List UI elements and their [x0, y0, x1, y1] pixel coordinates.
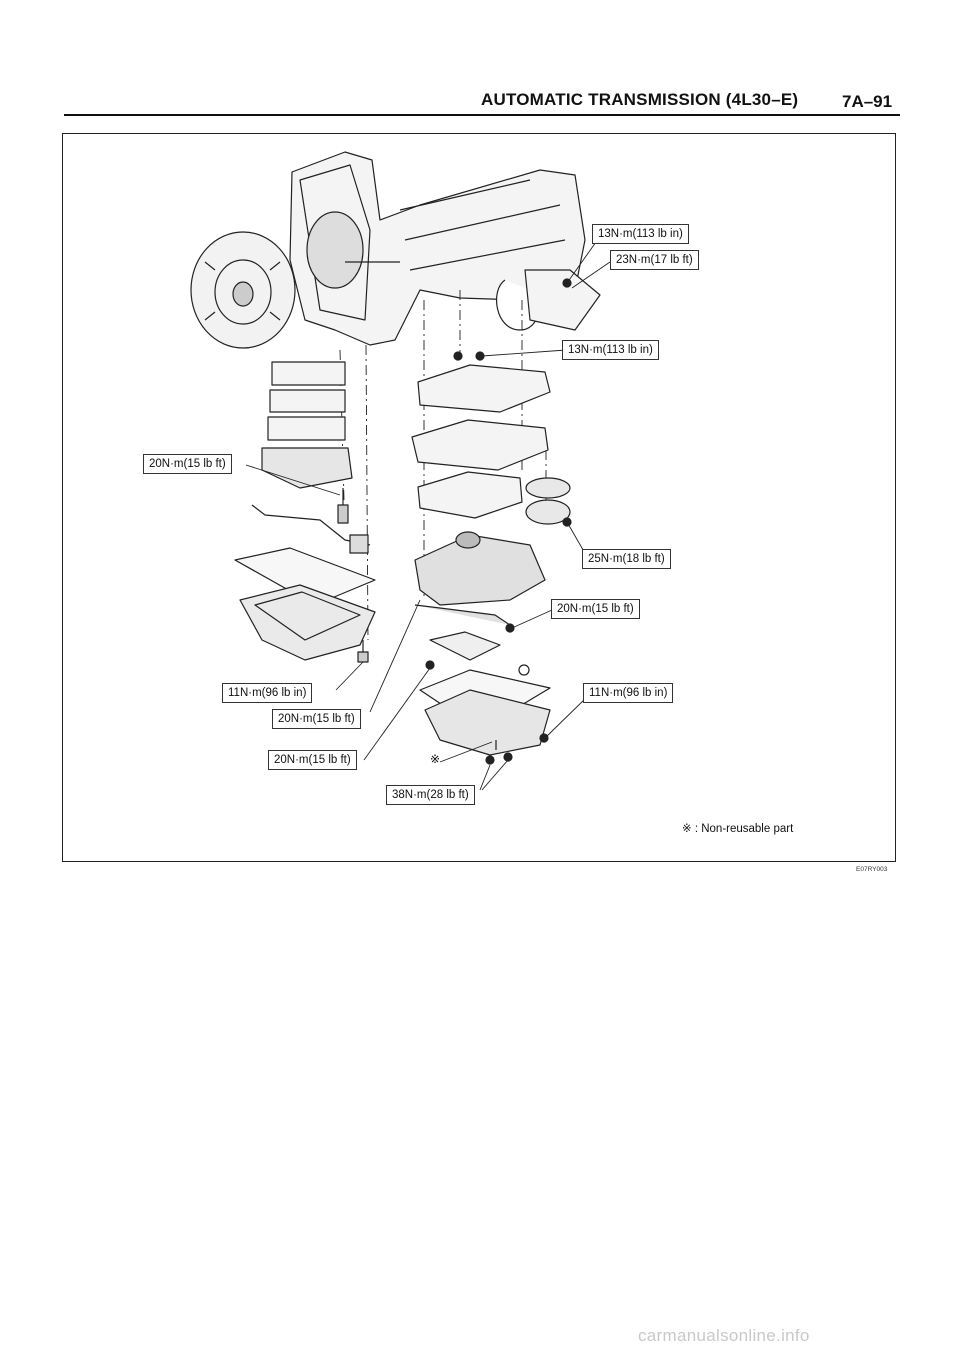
torque-label-23nm: 23N·m(17 lb ft): [610, 250, 699, 270]
lower-oil-pan: [419, 631, 551, 765]
filter-cover: [525, 477, 572, 527]
torque-label-11nm-left: 11N·m(96 lb in): [222, 683, 313, 703]
torque-label-20nm-left: 20N·m(15 lb ft): [143, 454, 232, 474]
torque-label-20nm-lower2: 20N·m(15 lb ft): [268, 750, 357, 770]
torque-converter: [190, 231, 296, 349]
torque-label-13nm-top: 13N·m(113 lb in): [592, 224, 689, 244]
torque-label-38nm: 38N·m(28 lb ft): [386, 785, 475, 805]
non-reusable-mark: ※: [430, 752, 441, 766]
watermark: carmanualsonline.info: [638, 1326, 810, 1345]
torque-label-11nm-right: 11N·m(96 lb in): [583, 683, 674, 703]
left-oil-pan: [234, 547, 376, 663]
valve-body: [414, 531, 546, 633]
torque-label-20nm-right: 20N·m(15 lb ft): [551, 599, 640, 619]
header-rule: [64, 114, 900, 116]
wiring-harness: [251, 504, 371, 554]
torque-label-13nm-mid: 13N·m(113 lb in): [562, 340, 659, 360]
transmission-case: [289, 151, 601, 346]
page-number: 7A–91: [842, 92, 893, 111]
non-reusable-footnote: ※ : Non-reusable part: [682, 823, 794, 835]
left-valve-plates: [261, 361, 353, 524]
leader-lines: [245, 241, 611, 791]
torque-label-25nm: 25N·m(18 lb ft): [582, 549, 671, 569]
torque-label-20nm-lower1: 20N·m(15 lb ft): [272, 709, 361, 729]
section-title: AUTOMATIC TRANSMISSION (4L30–E): [481, 90, 799, 109]
figure-code: E07RY003: [856, 866, 888, 873]
figure-frame: [62, 133, 896, 862]
separator-plates: [411, 351, 551, 519]
